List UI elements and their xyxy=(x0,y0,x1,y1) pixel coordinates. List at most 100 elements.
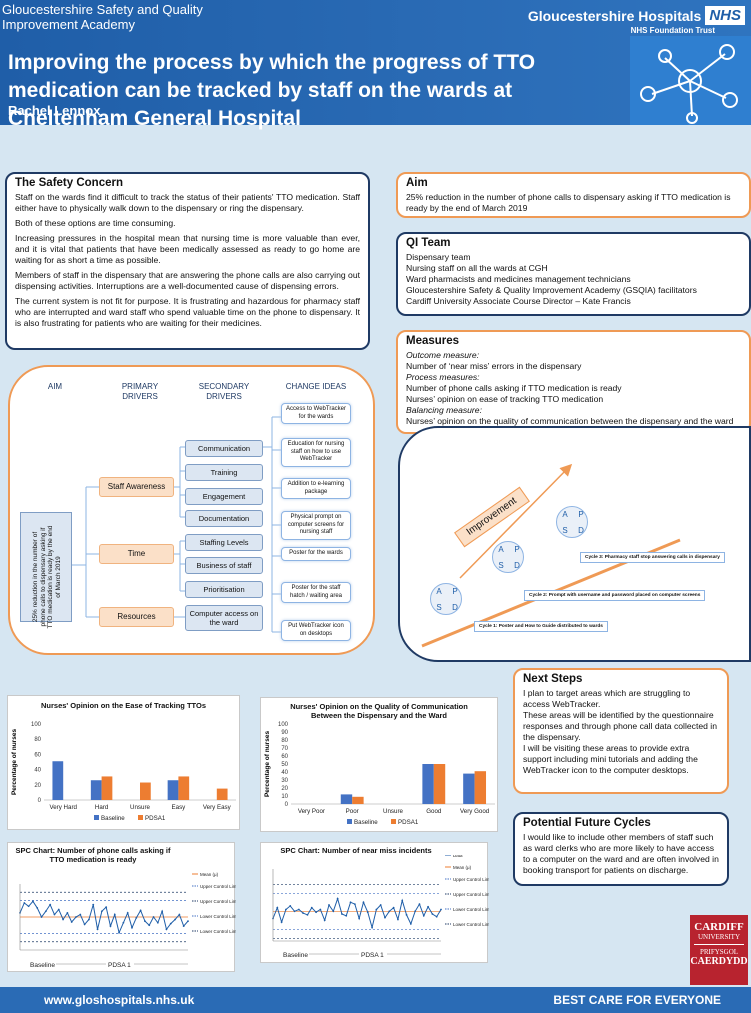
poster-header: Gloucestershire Safety and Quality Impro… xyxy=(0,0,751,130)
legend-swatch xyxy=(391,819,396,824)
y-tick-label: 0 xyxy=(38,798,42,804)
trust-subtitle: NHS Foundation Trust xyxy=(630,26,715,35)
future-cycles-text: I would like to include other members of… xyxy=(523,832,719,875)
secondary-driver: Engagement xyxy=(185,488,263,505)
data-point xyxy=(302,912,305,914)
data-point xyxy=(440,908,442,911)
nhs-logo: NHS xyxy=(705,6,745,25)
change-ideas-heading: CHANGE IDEAS xyxy=(285,382,347,391)
qi-team-panel: QI Team Dispensary team Nursing staff on… xyxy=(396,232,751,316)
secondary-driver: Documentation xyxy=(185,510,263,527)
cycle-1-label: Cycle 1: Poster and How to Guide distrib… xyxy=(474,621,608,632)
data-point xyxy=(53,913,56,916)
data-point xyxy=(144,920,146,923)
data-point xyxy=(409,923,412,925)
aim-column-heading: AIM xyxy=(47,382,63,391)
change-idea: Poster for the wards xyxy=(281,547,351,561)
y-tick-label: 60 xyxy=(281,754,288,760)
balancing-label: Balancing measure: xyxy=(406,405,482,415)
data-point xyxy=(323,919,326,922)
y-axis-label: Percentage of nurses xyxy=(11,729,18,795)
communication-chart: Nurses' Opinion on the Quality of Commun… xyxy=(260,697,498,832)
data-point xyxy=(341,913,343,915)
legend-label: Lower Control Limit a μ-2σ xyxy=(453,907,489,912)
data-point xyxy=(332,910,335,913)
data-point xyxy=(49,903,52,906)
safety-paragraph: Increasing pressures in the hospital mea… xyxy=(15,233,360,265)
measures-heading: Measures xyxy=(406,335,460,347)
data-point xyxy=(418,903,421,905)
ease-chart: Nurses' Opinion on the Ease of Tracking … xyxy=(7,695,240,830)
change-idea: Addition to e-learning package xyxy=(281,478,351,499)
safety-paragraph: Staff on the wards find it difficult to … xyxy=(15,192,360,213)
data-point xyxy=(319,908,322,911)
data-point xyxy=(187,920,189,923)
website-link[interactable]: www.gloshospitals.nhs.uk xyxy=(44,993,195,1007)
data-point xyxy=(375,908,378,911)
legend-label: Upper Control Limit a μ+3σ xyxy=(200,899,236,904)
team-member: Ward pharmacists and medicines managemen… xyxy=(406,274,631,284)
safety-paragraph: Members of staff in the dispensary that … xyxy=(15,270,360,291)
change-idea: Put WebTracker icon on desktops xyxy=(281,620,351,641)
qi-team-heading: QI Team xyxy=(406,237,451,249)
legend-label: Upper Control Limit a μ+2σ xyxy=(200,884,236,889)
data-point xyxy=(139,909,142,912)
legend-label: Baseline xyxy=(354,819,378,826)
secondary-driver: Staffing Levels xyxy=(185,534,263,551)
secondary-driver: Prioritisation xyxy=(185,581,263,598)
data-point xyxy=(293,910,296,913)
data-point xyxy=(118,931,120,934)
x-tick-label: Very Easy xyxy=(203,804,232,811)
safety-paragraph: Both of these options are time consuming… xyxy=(15,218,176,228)
primary-driver: Resources xyxy=(99,607,174,627)
data-point xyxy=(70,921,73,923)
legend-swatch xyxy=(94,815,99,820)
team-member: Dispensary team xyxy=(406,252,471,262)
data-point xyxy=(135,916,138,919)
legend-label: Upper Control Limit a μ+3σ xyxy=(453,892,489,897)
future-cycles-panel: Potential Future Cycles I would like to … xyxy=(513,812,729,886)
data-point xyxy=(362,901,365,904)
y-tick-label: 40 xyxy=(34,768,41,774)
y-tick-label: 80 xyxy=(34,737,41,743)
data-point xyxy=(405,914,408,916)
data-point xyxy=(414,910,417,913)
change-idea: Education for nursing staff on how to us… xyxy=(281,438,351,467)
data-point xyxy=(366,911,369,914)
network-graphic xyxy=(630,36,751,125)
bar-pdsa1 xyxy=(178,776,190,800)
x-tick-label: Unsure xyxy=(383,808,404,815)
data-point xyxy=(36,907,39,909)
data-point xyxy=(276,906,279,909)
y-tick-label: 50 xyxy=(281,762,288,768)
y-tick-label: 20 xyxy=(281,786,288,792)
y-tick-label: 30 xyxy=(281,778,288,784)
legend-label: Mean (μ) xyxy=(453,865,472,870)
legend-label: Upper Control Limit a μ+2σ xyxy=(453,877,489,882)
legend-label: Lower Control Limit a μ-2σ xyxy=(200,914,236,919)
secondary-driver: Communication xyxy=(185,440,263,457)
team-member: Gloucestershire Safety & Quality Improve… xyxy=(406,285,697,295)
data-point xyxy=(379,904,382,906)
phase-label-baseline: Baseline xyxy=(30,962,55,969)
data-point xyxy=(66,911,69,914)
near-miss-spc-chart: SPC Chart: Number of near miss incidents… xyxy=(260,842,507,963)
x-tick-label: Very Poor xyxy=(298,808,325,815)
cycle-2-label: Cycle 2: Prompt with username and passwo… xyxy=(524,590,706,601)
footer-slogan: BEST CARE FOR EVERYONE xyxy=(553,993,721,1007)
data-point xyxy=(169,922,172,925)
safety-concern-panel: The Safety Concern Staff on the wards fi… xyxy=(5,172,370,350)
data-point xyxy=(328,904,330,906)
aim-heading: Aim xyxy=(406,177,428,189)
legend-swatch xyxy=(138,815,143,820)
data-point xyxy=(289,905,292,907)
change-idea: Physical prompt on computer screens for … xyxy=(281,511,351,540)
primary-drivers-heading: PRIMARY DRIVERS xyxy=(121,382,159,401)
legend-label: Baseline xyxy=(101,815,125,822)
